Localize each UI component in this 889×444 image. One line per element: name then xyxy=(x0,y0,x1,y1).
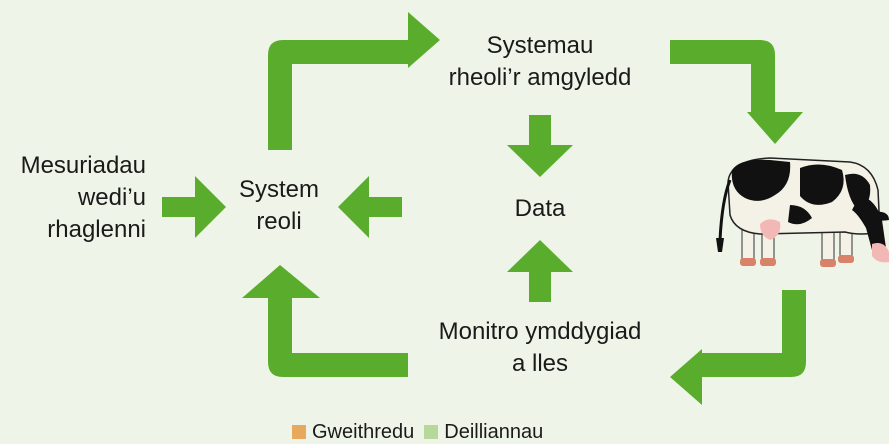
legend: Gweithredu Deilliannau xyxy=(292,420,543,444)
data-line1: Data xyxy=(514,195,566,222)
environment-control-label: Systemau rheoli’r amgyledd xyxy=(430,30,650,94)
programmed-measurements-line2: wedi’u xyxy=(77,184,146,211)
environment-control-line2: rheoli’r amgyledd xyxy=(448,64,632,91)
programmed-measurements-line1: Mesuriadau xyxy=(20,152,146,179)
legend-swatch-outcomes xyxy=(424,425,439,439)
control-system-label: System reoli xyxy=(224,174,334,238)
arrow-monitoring-to-data xyxy=(507,240,573,302)
legend-item-actions: Gweithredu xyxy=(292,420,414,444)
environment-control-line1: Systemau xyxy=(486,32,594,59)
programmed-measurements-line3: rhaglenni xyxy=(47,216,146,243)
data-label: Data xyxy=(500,193,580,225)
legend-swatch-actions xyxy=(292,425,306,439)
cow-illustration xyxy=(716,157,889,267)
legend-item-outcomes: Deilliannau xyxy=(424,420,543,444)
arrow-environment-to-data xyxy=(507,115,573,177)
arrow-group xyxy=(162,12,806,405)
arrow-monitoring-to-control xyxy=(242,265,408,377)
arrow-measurements-to-control xyxy=(162,176,226,238)
arrow-environment-to-cow xyxy=(670,40,803,144)
arrow-cow-to-monitoring xyxy=(670,290,806,405)
control-system-line2: reoli xyxy=(256,208,302,235)
monitoring-line2: a lles xyxy=(511,350,569,377)
legend-label-actions: Gweithredu xyxy=(312,421,415,443)
control-system-line1: System xyxy=(238,176,319,203)
monitoring-line1: Monitro ymddygiad xyxy=(438,318,642,345)
legend-label-outcomes: Deilliannau xyxy=(444,421,544,443)
monitoring-label: Monitro ymddygiad a lles xyxy=(416,316,664,380)
arrow-control-to-environment xyxy=(268,12,440,150)
programmed-measurements-label: Mesuriadau wedi’u rhaglenni xyxy=(10,150,146,246)
arrow-data-to-control xyxy=(338,176,402,238)
